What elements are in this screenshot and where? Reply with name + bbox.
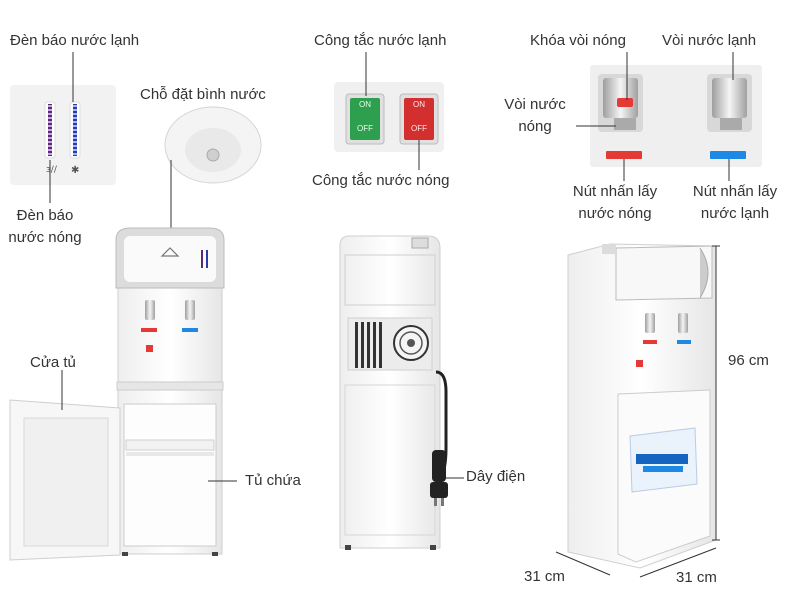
cold-indicator-leds-segment: [73, 105, 77, 107]
cold-indicator-leds-segment: [73, 141, 77, 143]
label-hot-indicator-line1: Đèn báo: [16, 207, 74, 224]
indicator-closeup: ɜ// ✱: [10, 85, 116, 185]
promo-sticker: [629, 427, 698, 493]
cold-indicator-leds-segment: [73, 125, 77, 127]
label-cold-button-line2: nước lạnh: [700, 205, 770, 222]
back-vent: [355, 322, 382, 368]
bottle-seat: [164, 106, 262, 184]
cold-indicator-leds-segment: [73, 121, 77, 123]
hot-switch-off-text: OFF: [411, 124, 427, 133]
hot-indicator-leds-segment: [48, 153, 52, 155]
cabinet-door: [9, 399, 121, 561]
hot-indicator-leds-segment: [48, 129, 52, 131]
label-storage-cabinet: Tủ chứa: [245, 472, 301, 489]
switch-closeup: [334, 82, 444, 152]
cold-indicator-leds-segment: [73, 129, 77, 131]
cold-indicator-leds-segment: [73, 113, 77, 115]
cold-switch-on-text: ON: [359, 100, 371, 109]
power-cord-graphic: [430, 370, 448, 506]
cold-indicator-leds-segment: [73, 133, 77, 135]
label-bottle-seat: Chỗ đặt bình nước: [140, 86, 266, 103]
hot-indicator-leds-segment: [48, 113, 52, 115]
hot-switch-on-text: ON: [413, 100, 425, 109]
label-hot-indicator-line2: nước nóng: [8, 229, 82, 246]
hot-indicator-leds: [48, 104, 52, 156]
hot-indicator-leds-segment: [48, 105, 52, 107]
hot-indicator-leds-segment: [48, 141, 52, 143]
cold-indicator-leds-segment: [73, 117, 77, 119]
cold-indicator-leds-segment: [73, 145, 77, 147]
dimension-height: 96 cm: [728, 352, 769, 369]
label-cold-tap: Vòi nước lạnh: [662, 32, 757, 49]
label-hot-tap-line2: nóng: [518, 118, 552, 135]
dispenser-perspective: [567, 243, 717, 569]
label-hot-switch: Công tắc nước nóng: [312, 172, 450, 189]
label-hot-tap-lock: Khóa vòi nóng: [530, 32, 626, 49]
hot-indicator-leds-segment: [48, 149, 52, 151]
back-fan: [393, 325, 429, 361]
hot-indicator-leds-segment: [48, 133, 52, 135]
svg-text:✱: ✱: [71, 165, 79, 176]
cold-indicator-leds-segment: [73, 149, 77, 151]
cold-indicator-leds-segment: [73, 109, 77, 111]
dimension-depth: 31 cm: [524, 568, 565, 585]
label-power-cord: Dây điện: [466, 468, 526, 485]
dimension-lines: [555, 245, 720, 578]
hot-indicator-leds-segment: [48, 125, 52, 127]
label-cabinet-door: Cửa tủ: [30, 354, 76, 371]
label-hot-tap: Vòi nước nóng: [495, 94, 575, 138]
cold-switch-off-text: OFF: [357, 124, 373, 133]
tap-closeup: [590, 65, 762, 167]
cold-indicator-leds-segment: [73, 137, 77, 139]
cold-indicator-leds: [73, 104, 77, 156]
hot-indicator-leds-segment: [48, 117, 52, 119]
label-cold-switch: Công tắc nước lạnh: [314, 32, 447, 49]
hot-indicator-leds-segment: [48, 145, 52, 147]
label-hot-tap-line1: Vòi nước: [504, 96, 566, 113]
dispenser-back: [339, 235, 441, 550]
label-hot-indicator: Đèn báo nước nóng: [5, 205, 85, 249]
label-hot-button-line2: nước nóng: [578, 205, 652, 222]
dispenser-front: [115, 227, 225, 556]
cold-indicator-leds-segment: [73, 153, 77, 155]
label-hot-button: Nút nhấn lấy nước nóng: [560, 181, 670, 225]
label-hot-button-line1: Nút nhấn lấy: [572, 183, 658, 200]
svg-text:ɜ//: ɜ//: [46, 165, 58, 175]
label-cold-button-line1: Nút nhấn lấy: [692, 183, 778, 200]
label-cold-indicator: Đèn báo nước lạnh: [10, 32, 140, 49]
dimension-width: 31 cm: [676, 569, 717, 586]
hot-indicator-leds-segment: [48, 121, 52, 123]
hot-indicator-leds-segment: [48, 137, 52, 139]
label-cold-button: Nút nhấn lấy nước lạnh: [680, 181, 790, 225]
hot-indicator-leds-segment: [48, 109, 52, 111]
